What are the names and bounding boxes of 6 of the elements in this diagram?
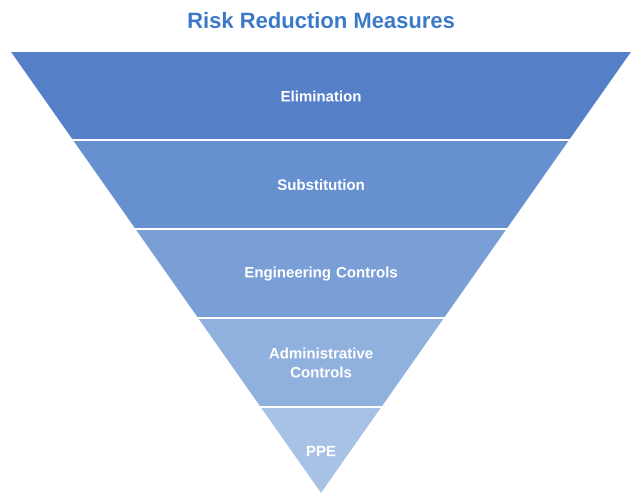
pyramid-band: Substitution — [74, 141, 568, 228]
pyramid-band: PPE — [261, 408, 381, 493]
title: Risk Reduction Measures — [188, 12, 454, 28]
pyramid-band: Elimination — [11, 52, 631, 139]
pyramid-band: Engineering Controls — [136, 230, 506, 317]
pyramid-band: Administrative Controls — [198, 319, 444, 406]
